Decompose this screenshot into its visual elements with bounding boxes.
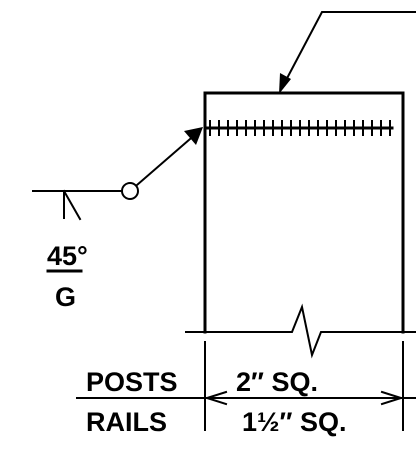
- rails-size: 1½″ SQ.: [242, 407, 346, 437]
- dimension-arrow-left: [203, 390, 228, 406]
- weld-angle-label: 45°: [47, 241, 88, 271]
- callout-leader-line: [282, 11, 416, 86]
- callout-arrowhead: [279, 73, 291, 94]
- member-outline: [203, 91, 405, 334]
- weld-bead-hatching: [209, 120, 391, 136]
- posts-size: 2″ SQ.: [236, 367, 318, 397]
- break-line: [185, 303, 416, 359]
- posts-label: POSTS: [86, 367, 178, 397]
- weld-finish-letter: G: [55, 282, 76, 312]
- dimension-arrow-right: [380, 390, 405, 406]
- rails-label: RAILS: [86, 407, 167, 437]
- weld-arrowhead: [184, 127, 203, 145]
- weld-all-around-circle: [121, 182, 139, 200]
- weld-tail-marker: [62, 189, 82, 221]
- weld-arrow-leader: [135, 137, 192, 187]
